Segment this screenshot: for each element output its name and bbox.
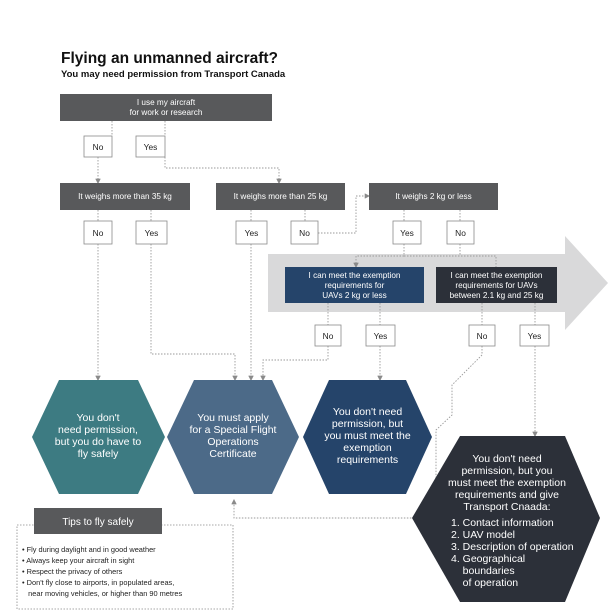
start-no-label: No bbox=[93, 142, 104, 152]
start-line-1: I use my aircraft bbox=[137, 98, 196, 107]
answer-25-yes: Yes bbox=[235, 220, 268, 245]
exempt-small-line-3: UAVs 2 kg or less bbox=[322, 291, 386, 300]
meet-req-line-5: requirements bbox=[337, 454, 398, 466]
outcome-special-flight-certificate: You must apply for a Special Flight Oper… bbox=[167, 380, 299, 494]
answer-25-no: No bbox=[290, 220, 319, 245]
answer-start-yes: Yes bbox=[135, 135, 166, 158]
tips-heading: Tips to fly safely bbox=[62, 517, 133, 528]
exemption-mid-uav: I can meet the exemption requirements fo… bbox=[436, 267, 557, 303]
give-line-2: permission, but you bbox=[461, 465, 552, 477]
special-flight-line-2: for a Special Flight bbox=[190, 424, 277, 436]
exempt-mid-line-2: requirements for UAVs bbox=[455, 281, 537, 290]
outcome-no-permission: You don't need permission, but you do ha… bbox=[32, 380, 165, 494]
meet-req-line-1: You don't need bbox=[333, 406, 403, 418]
give-item-5: boundaries bbox=[451, 565, 515, 577]
question-work-or-research: I use my aircraft for work or research bbox=[60, 94, 272, 121]
give-item-4: 4. Geographical bbox=[451, 553, 525, 565]
give-item-1: 1. Contact information bbox=[451, 517, 554, 529]
start-yes-label: Yes bbox=[144, 142, 158, 152]
exempt-mid-line-1: I can meet the exemption bbox=[451, 271, 543, 280]
answer-start-no: No bbox=[83, 135, 113, 158]
w2-yes-label: Yes bbox=[400, 228, 414, 238]
give-item-6: of operation bbox=[451, 577, 518, 589]
question-2kg-or-less: It weighs 2 kg or less bbox=[369, 183, 498, 210]
tip-item-3: • Respect the privacy of others bbox=[22, 567, 123, 576]
mid-yes-label: Yes bbox=[528, 331, 542, 341]
small-yes-label: Yes bbox=[374, 331, 388, 341]
outcome-give-transport-canada-info: You don't need permission, but you must … bbox=[412, 436, 600, 602]
no-permission-line-1: You don't bbox=[76, 412, 119, 424]
page-title: Flying an unmanned aircraft? bbox=[61, 50, 278, 67]
tip-item-5: near moving vehicles, or higher than 90 … bbox=[22, 589, 183, 598]
give-item-3: 3. Description of operation bbox=[451, 541, 574, 553]
question-over-25kg: It weighs more than 25 kg bbox=[216, 183, 345, 210]
exemption-small-uav: I can meet the exemption requirements fo… bbox=[285, 267, 424, 303]
question-over-35kg: It weighs more than 35 kg bbox=[60, 183, 190, 210]
page-subtitle: You may need permission from Transport C… bbox=[61, 69, 286, 80]
exempt-small-line-2: requirements for bbox=[325, 281, 385, 290]
special-flight-line-4: Certificate bbox=[209, 448, 256, 460]
special-flight-line-3: Operations bbox=[207, 436, 258, 448]
give-line-5: Transport Cnaada: bbox=[463, 501, 550, 513]
tip-item-2: • Always keep your aircraft in sight bbox=[22, 556, 134, 565]
give-item-2: 2. UAV model bbox=[451, 529, 515, 541]
meet-req-line-2: permission, but bbox=[332, 418, 403, 430]
answer-mid-yes: Yes bbox=[519, 324, 550, 347]
tips-heading-box bbox=[34, 508, 162, 534]
answer-2-yes: Yes bbox=[392, 220, 422, 245]
meet-req-line-4: exemption bbox=[343, 442, 392, 454]
exempt-mid-line-3: between 2.1 kg and 25 kg bbox=[450, 291, 544, 300]
answer-2-no: No bbox=[446, 220, 475, 245]
tip-item-4: • Don't fly close to airports, in popula… bbox=[22, 578, 174, 587]
small-no-label: No bbox=[323, 331, 334, 341]
outcome-meet-requirements: You don't need permission, but you must … bbox=[303, 380, 432, 494]
tips-panel: Tips to fly safely • Fly during daylight… bbox=[16, 508, 234, 610]
no-permission-line-4: fly safely bbox=[78, 448, 120, 460]
tip-item-1: • Fly during daylight and in good weathe… bbox=[22, 545, 156, 554]
start-line-2: for work or research bbox=[130, 108, 203, 117]
w25-yes-label: Yes bbox=[245, 228, 259, 238]
answer-mid-no: No bbox=[468, 324, 496, 347]
answer-small-yes: Yes bbox=[365, 324, 396, 347]
no-permission-line-3: but you do have to bbox=[55, 436, 142, 448]
w2-no-label: No bbox=[455, 228, 466, 238]
w35-yes-label: Yes bbox=[145, 228, 159, 238]
answer-35-yes: Yes bbox=[135, 220, 168, 245]
give-line-1: You don't need bbox=[472, 453, 542, 465]
mid-no-label: No bbox=[477, 331, 488, 341]
w35-no-label: No bbox=[93, 228, 104, 238]
w25-no-label: No bbox=[299, 228, 310, 238]
special-flight-line-1: You must apply bbox=[197, 412, 269, 424]
give-line-4: requirements and give bbox=[455, 489, 559, 501]
weighs-2-label: It weighs 2 kg or less bbox=[395, 192, 471, 201]
weighs-35-label: It weighs more than 35 kg bbox=[78, 192, 172, 201]
exempt-small-line-1: I can meet the exemption bbox=[309, 271, 401, 280]
no-permission-line-2: need permission, bbox=[58, 424, 138, 436]
answer-35-no: No bbox=[83, 220, 113, 245]
give-line-3: must meet the exemption bbox=[448, 477, 566, 489]
connectors bbox=[95, 121, 538, 519]
weighs-25-label: It weighs more than 25 kg bbox=[234, 192, 328, 201]
answer-small-no: No bbox=[314, 324, 342, 347]
meet-req-line-3: you must meet the bbox=[324, 430, 411, 442]
